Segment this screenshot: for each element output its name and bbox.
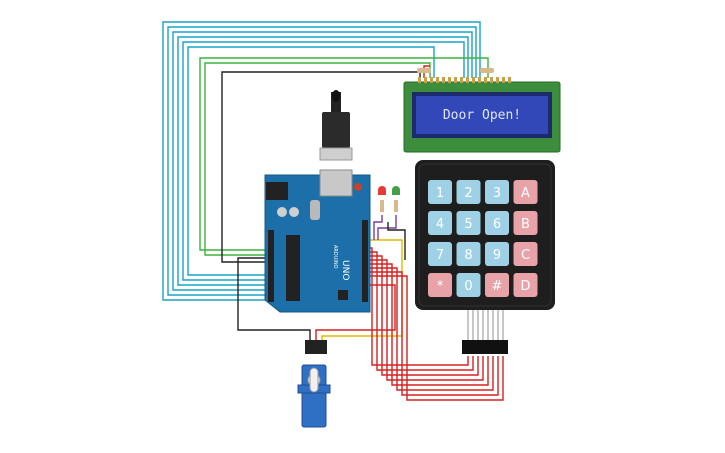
keypad-key-face[interactable] xyxy=(428,211,452,235)
arduino-brand-label: ARDUINO xyxy=(332,245,338,269)
crystal xyxy=(310,200,320,220)
keypad-key-face[interactable] xyxy=(485,242,509,266)
keypad-key-A[interactable]: A xyxy=(513,180,538,204)
keypad-key-4[interactable]: 4 xyxy=(428,211,452,235)
keypad-key-label: 9 xyxy=(493,248,501,263)
keypad-key-face[interactable] xyxy=(456,273,481,297)
keypad-key-6[interactable]: 6 xyxy=(485,211,509,235)
keypad-key-face[interactable] xyxy=(428,180,452,204)
keypad-key-C[interactable]: C xyxy=(513,242,538,266)
keypad-key-face[interactable] xyxy=(485,211,509,235)
keypad-key-9[interactable]: 9 xyxy=(485,242,509,266)
keypad-key-face[interactable] xyxy=(456,180,481,204)
keypad-key-B[interactable]: B xyxy=(513,211,538,235)
keypad-key-face[interactable] xyxy=(513,180,538,204)
keypad-key-label: D xyxy=(520,279,530,294)
keypad-key-label: A xyxy=(521,186,530,201)
keypad-key-*[interactable]: * xyxy=(428,273,452,297)
keypad-key-label: 8 xyxy=(464,248,472,263)
keypad-key-0[interactable]: 0 xyxy=(456,273,481,297)
pin-header-right xyxy=(362,220,368,302)
keypad-key-1[interactable]: 1 xyxy=(428,180,452,204)
arduino-uno-board: ARDUINO UNO xyxy=(264,169,371,313)
keypad-key-D[interactable]: D xyxy=(513,273,538,297)
reset-button[interactable] xyxy=(354,183,362,191)
keypad-key-label: # xyxy=(492,279,503,294)
keypad-key-label: 2 xyxy=(464,186,472,201)
led-green xyxy=(392,186,400,212)
icsp-header xyxy=(338,290,348,300)
wires xyxy=(162,21,504,401)
keypad-key-label: * xyxy=(437,279,444,294)
led-wire-purple-2 xyxy=(377,215,397,240)
keypad-key-label: 4 xyxy=(436,217,444,232)
arduino-model-label: UNO xyxy=(340,260,350,280)
keypad-key-label: 1 xyxy=(436,186,444,201)
keypad-key-label: 7 xyxy=(436,248,444,263)
capacitor-1 xyxy=(277,207,287,217)
power-jack xyxy=(266,182,288,200)
lcd-screen xyxy=(416,96,548,134)
keypad-key-5[interactable]: 5 xyxy=(456,211,481,235)
servo-motor xyxy=(297,340,331,428)
keypad-key-label: B xyxy=(521,217,530,232)
lcd-wire-red xyxy=(423,65,430,78)
servo-connector xyxy=(305,340,327,354)
led-wire-purple xyxy=(373,215,383,240)
keypad-keys: 1 2 3 A 4 5 6 B 7 8 9 C * 0 # D xyxy=(428,180,538,297)
chip-atmega xyxy=(286,235,300,301)
led-ground-wire xyxy=(387,222,406,260)
keypad-key-face[interactable] xyxy=(485,273,509,297)
lcd-wire-bundle-green xyxy=(199,57,489,256)
usb-port xyxy=(319,169,353,197)
keypad-key-face[interactable] xyxy=(513,211,538,235)
lcd-header-pins xyxy=(418,77,511,83)
keypad-key-label: 3 xyxy=(493,186,501,201)
keypad-key-face[interactable] xyxy=(428,242,452,266)
capacitor-2 xyxy=(289,207,299,217)
keypad-key-face[interactable] xyxy=(428,273,452,297)
keypad-ribbon xyxy=(467,310,504,342)
pin-header-left xyxy=(268,230,274,302)
keypad-key-face[interactable] xyxy=(513,242,538,266)
keypad-key-face[interactable] xyxy=(456,242,481,266)
keypad-key-label: 0 xyxy=(464,279,472,294)
led-red xyxy=(378,186,386,212)
keypad-key-label: 5 xyxy=(464,217,472,232)
keypad-key-7[interactable]: 7 xyxy=(428,242,452,266)
keypad-key-face[interactable] xyxy=(485,180,509,204)
lcd-module: Door Open! xyxy=(403,68,561,153)
servo-wire-black xyxy=(237,257,311,342)
keypad-key-face[interactable] xyxy=(456,211,481,235)
servo-horn[interactable] xyxy=(309,367,319,393)
keypad-key-face[interactable] xyxy=(513,273,538,297)
keypad-border xyxy=(418,163,552,307)
keypad-key-#[interactable]: # xyxy=(485,273,509,297)
keypad-connector xyxy=(462,340,508,354)
keypad-key-2[interactable]: 2 xyxy=(456,180,481,204)
keypad-key-label: 6 xyxy=(493,217,501,232)
keypad-key-label: C xyxy=(521,248,530,263)
keypad-key-8[interactable]: 8 xyxy=(456,242,481,266)
usb-cable xyxy=(319,90,353,161)
keypad-wire-bundle-red xyxy=(368,247,504,401)
lcd-display-text: Door Open! xyxy=(443,108,521,123)
keypad-key-3[interactable]: 3 xyxy=(485,180,509,204)
keypad-4x4: 1 2 3 A 4 5 6 B 7 8 9 C * 0 # D xyxy=(415,160,555,354)
lcd-resistor xyxy=(417,68,494,73)
servo-wire-red xyxy=(315,284,396,342)
